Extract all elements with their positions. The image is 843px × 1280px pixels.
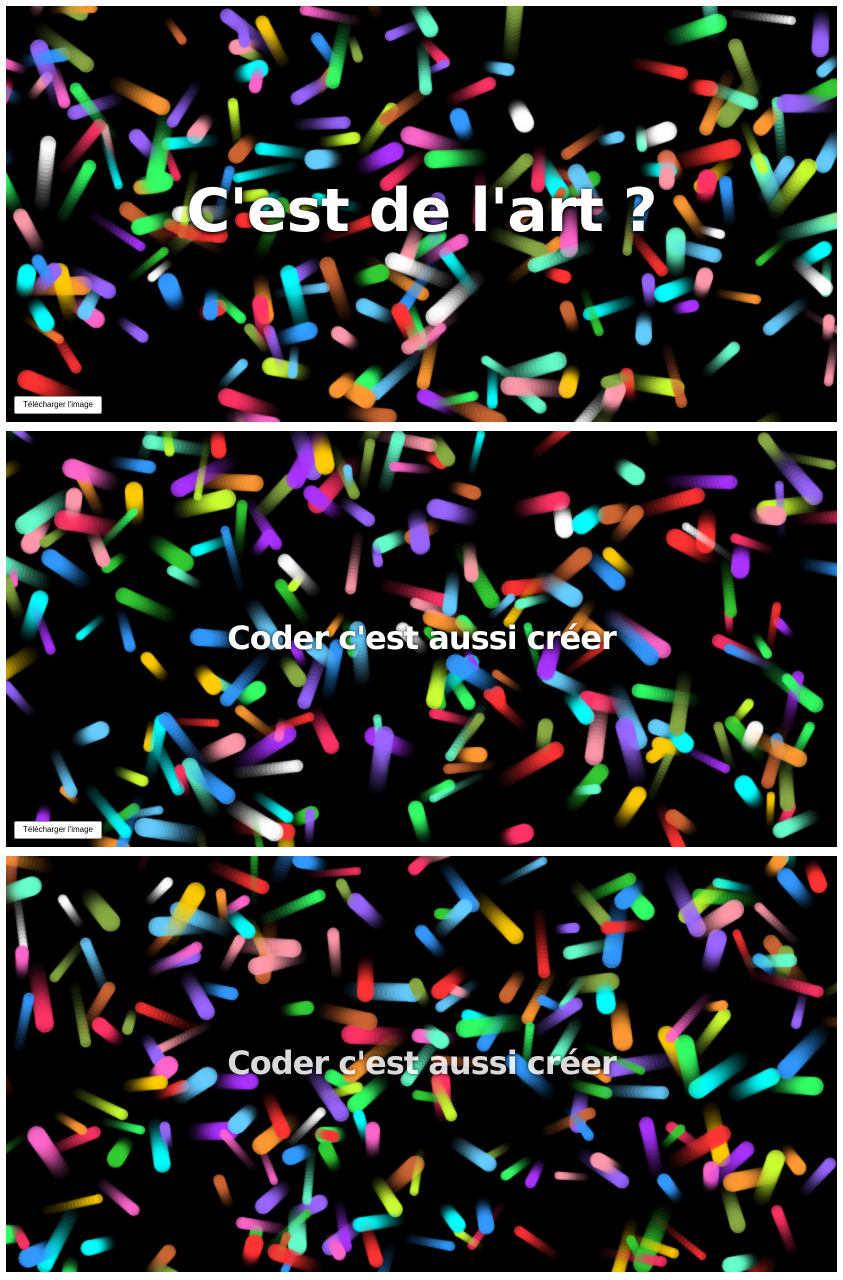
art-canvas-panel-2: Coder c'est aussi créer Télécharger l'im… bbox=[6, 431, 837, 847]
particle-canvas-3 bbox=[6, 856, 837, 1272]
art-canvas-panel-1: C'est de l'art ? Télécharger l'image bbox=[6, 6, 837, 422]
download-image-button-2[interactable]: Télécharger l'image bbox=[14, 821, 103, 839]
headline-2: Coder c'est aussi créer bbox=[227, 619, 616, 657]
art-canvas-panel-3: Coder c'est aussi créer bbox=[6, 856, 837, 1272]
download-image-button-1[interactable]: Télécharger l'image bbox=[14, 396, 103, 414]
headline-3: Coder c'est aussi créer bbox=[227, 1044, 616, 1082]
particle-canvas-1 bbox=[6, 6, 837, 422]
particle-canvas-2 bbox=[6, 431, 837, 847]
headline-1: C'est de l'art ? bbox=[186, 176, 657, 246]
